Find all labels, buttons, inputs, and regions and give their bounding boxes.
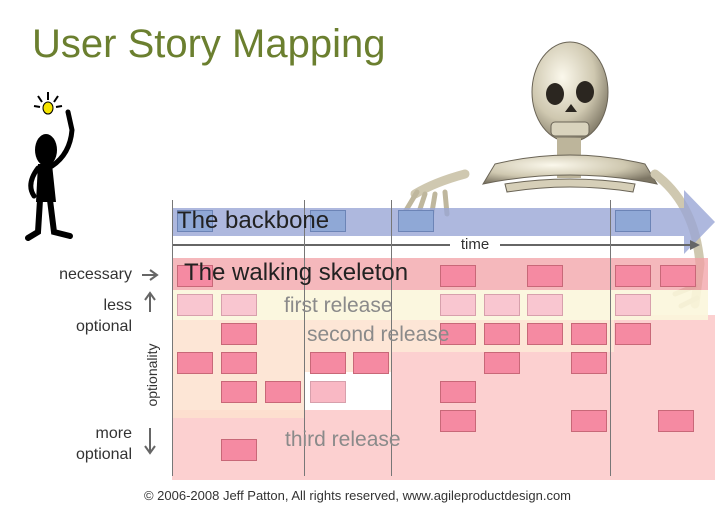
column-divider xyxy=(304,200,305,476)
story-card xyxy=(177,352,213,374)
story-card xyxy=(177,265,213,287)
backbone-label: The backbone xyxy=(177,207,330,234)
story-card xyxy=(353,352,389,374)
story-card xyxy=(221,381,257,403)
skeleton-illustration-icon xyxy=(402,41,705,309)
story-card xyxy=(398,210,434,232)
walking-skeleton-label: The walking skeleton xyxy=(184,259,409,286)
story-card xyxy=(615,294,651,316)
story-card xyxy=(527,323,563,345)
story-card xyxy=(177,294,213,316)
second-release-label: second release xyxy=(307,323,450,346)
column-divider xyxy=(391,200,392,476)
story-card xyxy=(615,265,651,287)
story-card xyxy=(440,323,476,345)
third-release-label: third release xyxy=(285,428,401,451)
story-card xyxy=(484,294,520,316)
story-card xyxy=(177,210,213,232)
first-release-label: first release xyxy=(284,294,393,317)
less-optional-label: less optional xyxy=(75,297,132,335)
story-card xyxy=(615,323,651,345)
story-card xyxy=(310,352,346,374)
column-divider xyxy=(172,200,173,476)
story-card xyxy=(221,323,257,345)
arrow-down-icon xyxy=(144,428,156,455)
story-card xyxy=(440,265,476,287)
story-card xyxy=(571,352,607,374)
story-card xyxy=(221,294,257,316)
page-title: User Story Mapping xyxy=(32,22,386,66)
story-card xyxy=(440,294,476,316)
story-card xyxy=(527,265,563,287)
story-card xyxy=(310,210,346,232)
story-card xyxy=(440,410,476,432)
time-label: time xyxy=(460,236,490,253)
necessary-label: necessary xyxy=(59,266,132,283)
story-card xyxy=(527,294,563,316)
copyright-footer: © 2006-2008 Jeff Patton, All rights rese… xyxy=(143,488,572,503)
story-card xyxy=(440,381,476,403)
arrow-up-icon xyxy=(144,291,156,312)
story-card xyxy=(310,381,346,403)
story-card xyxy=(615,210,651,232)
story-card xyxy=(221,439,257,461)
story-card xyxy=(658,410,694,432)
story-card xyxy=(265,381,301,403)
more-optional-label: more optional xyxy=(75,425,132,463)
stick-figure-lightbulb-icon xyxy=(25,92,75,241)
optionality-label: optionality xyxy=(144,343,160,407)
story-card xyxy=(660,265,696,287)
story-card xyxy=(221,352,257,374)
story-card xyxy=(484,352,520,374)
backbone-arrow xyxy=(172,190,715,254)
column-divider xyxy=(610,200,611,476)
story-card xyxy=(571,323,607,345)
story-card xyxy=(484,323,520,345)
story-card xyxy=(571,410,607,432)
arrow-right-icon xyxy=(142,269,159,281)
